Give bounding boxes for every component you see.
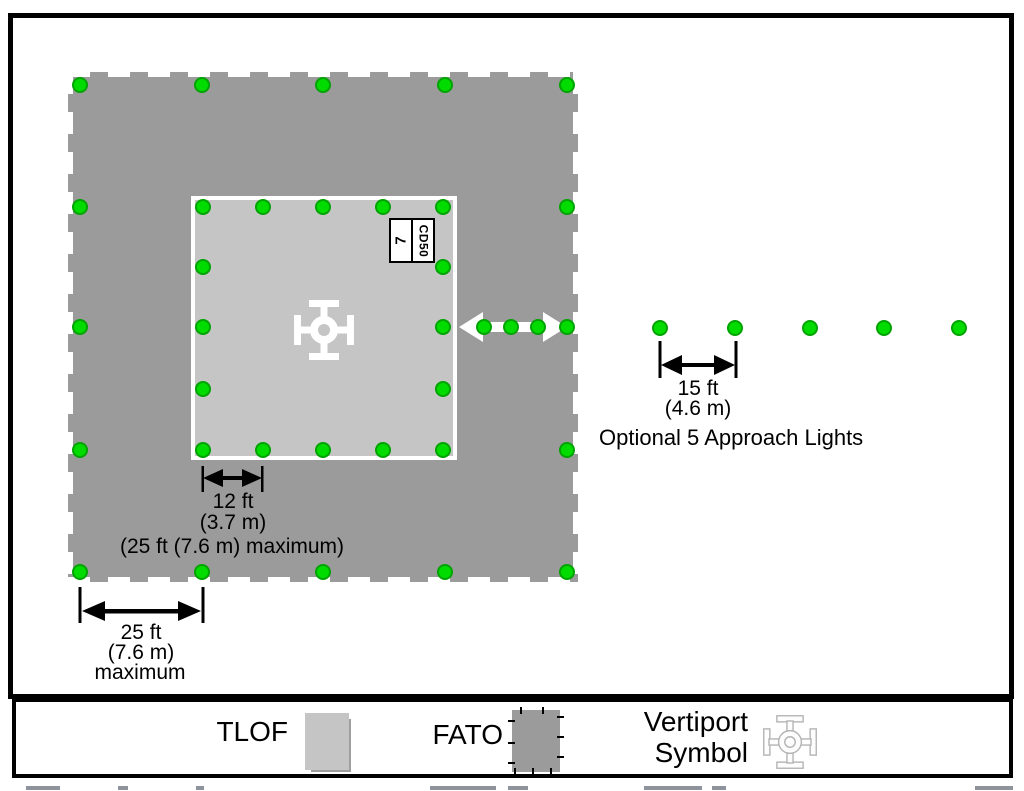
legend-vertiport-label-line2: Symbol <box>654 737 748 768</box>
approach-light <box>727 320 743 336</box>
approach-spacing-dimension-line <box>658 341 738 378</box>
tlof-spacing-metric: (3.7 m) <box>199 511 267 534</box>
tlof_perimeter-light <box>435 381 451 397</box>
tlof_perimeter-light <box>435 199 451 215</box>
marking-box-divider <box>411 220 413 261</box>
tlof_perimeter-light <box>195 199 211 215</box>
vertiport-symbol <box>294 300 354 360</box>
fato_perimeter-light <box>559 319 575 335</box>
legend-fato-label: FATO <box>432 719 503 750</box>
dimension-marking-cell: CD50 <box>413 220 433 261</box>
approach-spacing-metric: (4.6 m) <box>664 397 732 420</box>
fato_perimeter-light <box>194 77 210 93</box>
tlof_perimeter-light <box>375 442 391 458</box>
fato-spacing-value: 25 ft <box>120 621 162 644</box>
tlof_perimeter-light <box>195 319 211 335</box>
approach-light <box>802 320 818 336</box>
approach-light <box>951 320 967 336</box>
fato_perimeter-light <box>72 319 88 335</box>
fato_perimeter-light <box>72 199 88 215</box>
tlof_perimeter-light <box>315 199 331 215</box>
fato_perimeter-light <box>559 442 575 458</box>
fato_perimeter-light <box>559 77 575 93</box>
tlof_perimeter-light <box>435 442 451 458</box>
tlof_perimeter-light <box>255 199 271 215</box>
tlof_perimeter-light <box>315 442 331 458</box>
fato_perimeter-light <box>315 564 331 580</box>
fato_perimeter-light <box>437 77 453 93</box>
approach-lights-note: Optional 5 Approach Lights <box>599 425 864 450</box>
fato-spacing-maximum: maximum <box>94 661 186 684</box>
tlof_perimeter-light <box>195 442 211 458</box>
weight-marking-cell: 7 <box>391 220 411 261</box>
legend-vertiport-label-line1: Vertiport <box>643 706 748 737</box>
approach-light <box>652 320 668 336</box>
dimension-marking-text: CD50 <box>416 224 430 257</box>
tlof-spacing-maximum: (25 ft (7.6 m) maximum) <box>119 535 345 558</box>
transition-light <box>503 319 519 335</box>
approach-light <box>876 320 892 336</box>
fato-dashed-edge-right <box>573 72 578 582</box>
tlof-marking-box: 7 CD50 <box>389 218 435 263</box>
fato_perimeter-light <box>194 564 210 580</box>
tlof_perimeter-light <box>195 381 211 397</box>
weight-marking-text: 7 <box>392 236 410 245</box>
tlof-spacing-dimension-line <box>201 466 264 492</box>
fato_perimeter-light <box>559 199 575 215</box>
tlof_perimeter-light <box>375 199 391 215</box>
fato-spacing-dimension-line <box>78 587 205 623</box>
tlof_perimeter-light <box>255 442 271 458</box>
tlof_perimeter-light <box>435 259 451 275</box>
fato-dashed-edge-left <box>68 72 73 582</box>
tlof-spacing-value: 12 ft <box>212 490 254 513</box>
legend-fato-swatch <box>508 707 564 775</box>
fato_perimeter-light <box>437 564 453 580</box>
fato_perimeter-light <box>72 442 88 458</box>
fato-dashed-edge-top <box>68 72 578 77</box>
tlof_perimeter-light <box>435 319 451 335</box>
tlof_perimeter-light <box>195 259 211 275</box>
legend-vertiport-label: Vertiport Symbol <box>598 706 748 768</box>
fato_perimeter-light <box>559 564 575 580</box>
legend-tlof-swatch <box>305 713 349 770</box>
fato-spacing-metric: (7.6 m) <box>107 641 175 664</box>
fato_perimeter-light <box>72 77 88 93</box>
legend-tlof-label: TLOF <box>216 716 288 747</box>
legend-vertiport-symbol-icon <box>763 715 817 769</box>
transition-light <box>476 319 492 335</box>
approach-spacing-value: 15 ft <box>677 377 719 400</box>
fato_perimeter-light <box>315 77 331 93</box>
transition-light <box>530 319 546 335</box>
fato_perimeter-light <box>72 564 88 580</box>
